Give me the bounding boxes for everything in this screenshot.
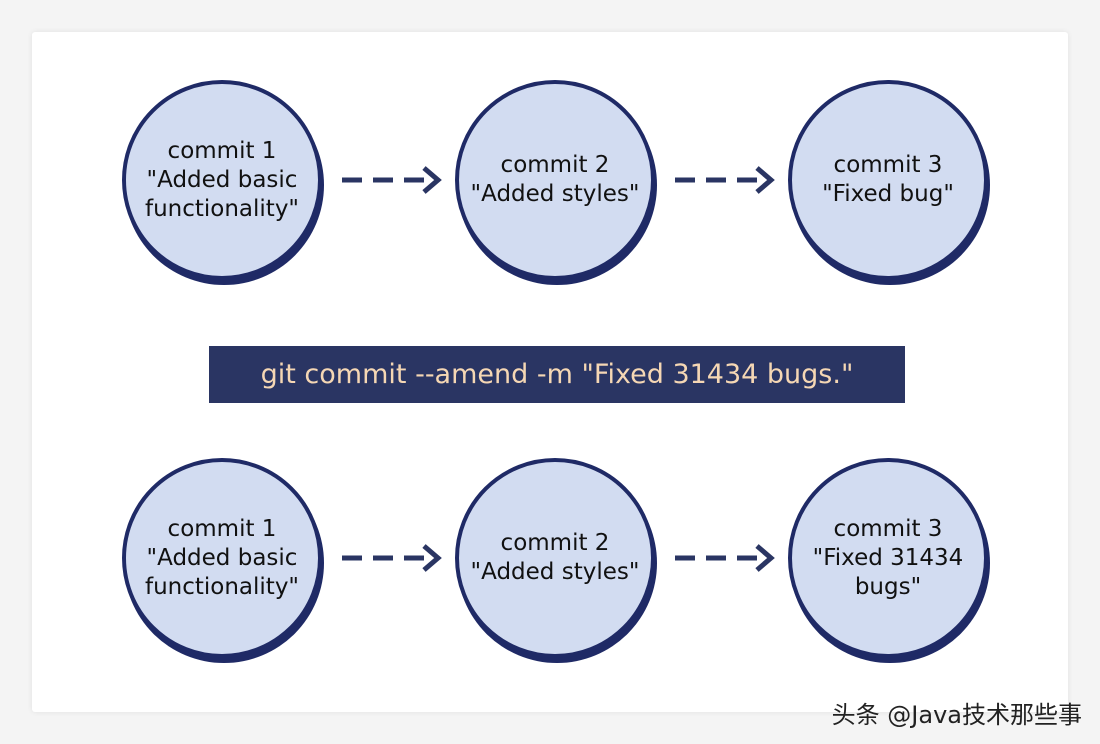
commit-node-3: commit 3 "Fixed bug" bbox=[788, 80, 988, 280]
commit-node-1: commit 1 "Added basic functionality" bbox=[122, 458, 322, 658]
dashed-arrow-icon bbox=[342, 166, 442, 194]
commit-row-after: commit 1 "Added basic functionality" com… bbox=[0, 458, 1100, 668]
commit-label: commit 3 bbox=[833, 152, 943, 178]
commit-message: "Added styles" bbox=[470, 181, 640, 207]
commit-message: "Added basic functionality" bbox=[144, 544, 300, 600]
commit-label: commit 1 bbox=[167, 515, 277, 542]
command-text: git commit --amend -m "Fixed 31434 bugs.… bbox=[260, 359, 854, 390]
dashed-arrow-icon bbox=[675, 166, 775, 194]
commit-label: commit 2 bbox=[500, 152, 610, 178]
command-box: git commit --amend -m "Fixed 31434 bugs.… bbox=[209, 346, 905, 403]
watermark: 头条 @Java技术那些事 bbox=[831, 701, 1082, 729]
commit-label: commit 3 bbox=[833, 515, 943, 542]
dashed-arrow-icon bbox=[342, 544, 442, 572]
commit-node-3: commit 3 "Fixed 31434 bugs" bbox=[788, 458, 988, 658]
commit-row-before: commit 1 "Added basic functionality" com… bbox=[0, 80, 1100, 290]
commit-node-2: commit 2 "Added styles" bbox=[455, 80, 655, 280]
commit-label: commit 2 bbox=[500, 530, 610, 556]
dashed-arrow-icon bbox=[675, 544, 775, 572]
commit-label: commit 1 bbox=[167, 137, 277, 164]
commit-node-2: commit 2 "Added styles" bbox=[455, 458, 655, 658]
commit-message: "Added styles" bbox=[470, 559, 640, 585]
commit-message: "Fixed 31434 bugs" bbox=[812, 544, 964, 600]
commit-message: "Added basic functionality" bbox=[144, 166, 300, 222]
commit-message: "Fixed bug" bbox=[822, 181, 954, 207]
commit-node-1: commit 1 "Added basic functionality" bbox=[122, 80, 322, 280]
